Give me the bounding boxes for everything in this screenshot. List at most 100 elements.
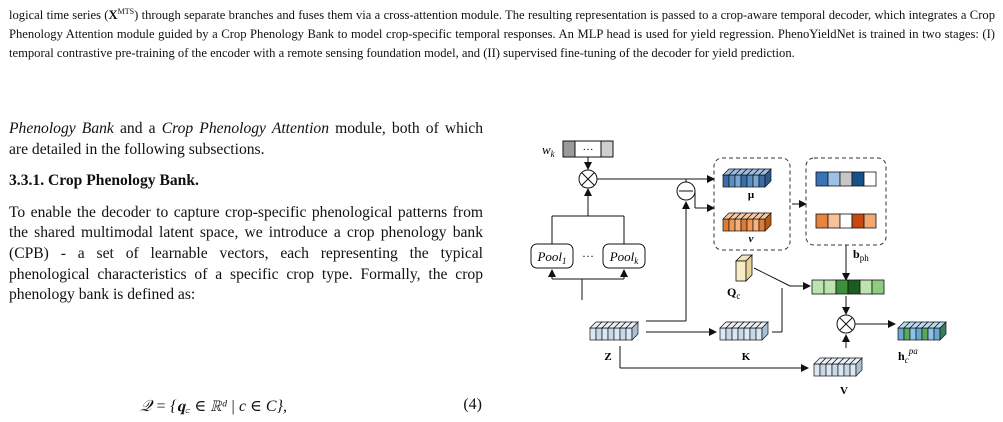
- v-slice: [843, 363, 851, 377]
- mu-bar-cell: [863, 171, 877, 187]
- z-slice: [595, 327, 603, 341]
- h-slice: [909, 327, 917, 341]
- nu-slice: [740, 218, 748, 232]
- subsection-title: 3.3.1. Crop Phenology Bank.: [9, 172, 199, 190]
- nu-tensor: [722, 212, 772, 232]
- v-label: V: [840, 385, 848, 397]
- w-dots: ···: [583, 144, 594, 156]
- nu-slice: [734, 218, 742, 232]
- z-slice: [601, 327, 609, 341]
- k-slice: [719, 327, 727, 341]
- mu-bar: [815, 171, 877, 187]
- mu-side: [764, 168, 772, 188]
- cpb-paragraph: To enable the decoder to capture crop-sp…: [9, 203, 483, 304]
- v-slice: [825, 363, 833, 377]
- nu-slice: [728, 218, 736, 232]
- mu-slice: [722, 174, 730, 188]
- q-bar: [811, 279, 885, 295]
- x-mts-symbol: X: [108, 8, 118, 23]
- v-slice: [813, 363, 821, 377]
- crop-phenology-attention-diagram: wk ··· Pool1 ··· Poolk μ ν bph: [530, 140, 947, 397]
- nu-label: ν: [749, 233, 754, 245]
- mu-slice: [758, 174, 766, 188]
- pool-1-label: Pool1: [536, 249, 566, 266]
- h-slice: [897, 327, 905, 341]
- h-tensor: [897, 321, 947, 341]
- equation-body: 𝒬 = {𝐪꜀ ∈ ℝᵈ | c ∈ C},: [140, 398, 288, 415]
- nu-bar-cell: [815, 213, 829, 229]
- v-tensor: [813, 357, 863, 377]
- mu-slice: [734, 174, 742, 188]
- v-slice: [849, 363, 857, 377]
- left-column: Phenology Bank and a Crop Phenology Atte…: [9, 119, 483, 306]
- b-ph-label: bph: [853, 247, 869, 263]
- nu-bar-cell: [827, 213, 841, 229]
- w-block-1: [562, 140, 576, 158]
- w-block-3: [600, 140, 614, 158]
- q-c-label: Qc: [727, 285, 740, 301]
- v-slice: [837, 363, 845, 377]
- nu-bar: [815, 213, 877, 229]
- k-label: K: [742, 351, 751, 363]
- w-label: wk: [542, 142, 556, 159]
- intro-paragraph: Phenology Bank and a Crop Phenology Atte…: [9, 120, 483, 158]
- q-bar-cell: [811, 279, 825, 295]
- k-slice: [743, 327, 751, 341]
- v-side: [855, 357, 863, 377]
- z-slice: [607, 327, 615, 341]
- pool-k-label: Poolk: [609, 249, 640, 266]
- k-tensor: [719, 321, 769, 341]
- q-bar-cell: [835, 279, 849, 295]
- mu-nu-group: [713, 157, 791, 251]
- nu-bar-cell: [863, 213, 877, 229]
- pool-dots: ···: [582, 249, 594, 263]
- mu-tensor: [722, 168, 772, 188]
- q-bar-cell: [871, 279, 885, 295]
- h-slice: [903, 327, 911, 341]
- k-slice: [737, 327, 745, 341]
- equation-number: (4): [463, 396, 482, 413]
- mu-slice: [740, 174, 748, 188]
- pool-1-box: [530, 243, 574, 269]
- q-bar-cell: [823, 279, 837, 295]
- k-slice: [749, 327, 757, 341]
- nu-slice: [746, 218, 754, 232]
- mu-slice: [746, 174, 754, 188]
- pool-k-box: [602, 243, 646, 269]
- mu-bar-cell: [839, 171, 853, 187]
- z-slice: [625, 327, 633, 341]
- mu-bar-cell: [851, 171, 865, 187]
- mu-bar-cell: [827, 171, 841, 187]
- nu-slice: [758, 218, 766, 232]
- nu-side: [764, 212, 772, 232]
- nu-bar-cell: [851, 213, 865, 229]
- figure-caption: logical time series (XMTS) through separ…: [9, 7, 995, 61]
- x-mts-superscript: MTS: [117, 7, 135, 16]
- h-slice: [921, 327, 929, 341]
- z-tensor: [589, 321, 639, 341]
- h-label: hcpa: [898, 346, 918, 365]
- h-slice: [933, 327, 941, 341]
- v-slice: [831, 363, 839, 377]
- z-slice: [619, 327, 627, 341]
- mu-bar-cell: [815, 171, 829, 187]
- k-slice: [725, 327, 733, 341]
- z-side: [631, 321, 639, 341]
- mu-slice: [752, 174, 760, 188]
- nu-bar-cell: [839, 213, 853, 229]
- q-bar-cell: [859, 279, 873, 295]
- h-side: [939, 321, 947, 341]
- k-side: [761, 321, 769, 341]
- bank-params-group: [805, 157, 887, 246]
- z-slice: [613, 327, 621, 341]
- h-slice: [915, 327, 923, 341]
- nu-slice: [752, 218, 760, 232]
- v-slice: [819, 363, 827, 377]
- h-slice: [927, 327, 935, 341]
- mu-slice: [728, 174, 736, 188]
- k-slice: [731, 327, 739, 341]
- k-slice: [755, 327, 763, 341]
- q-bar-cell: [847, 279, 861, 295]
- z-slice: [589, 327, 597, 341]
- mu-label: μ: [748, 189, 755, 201]
